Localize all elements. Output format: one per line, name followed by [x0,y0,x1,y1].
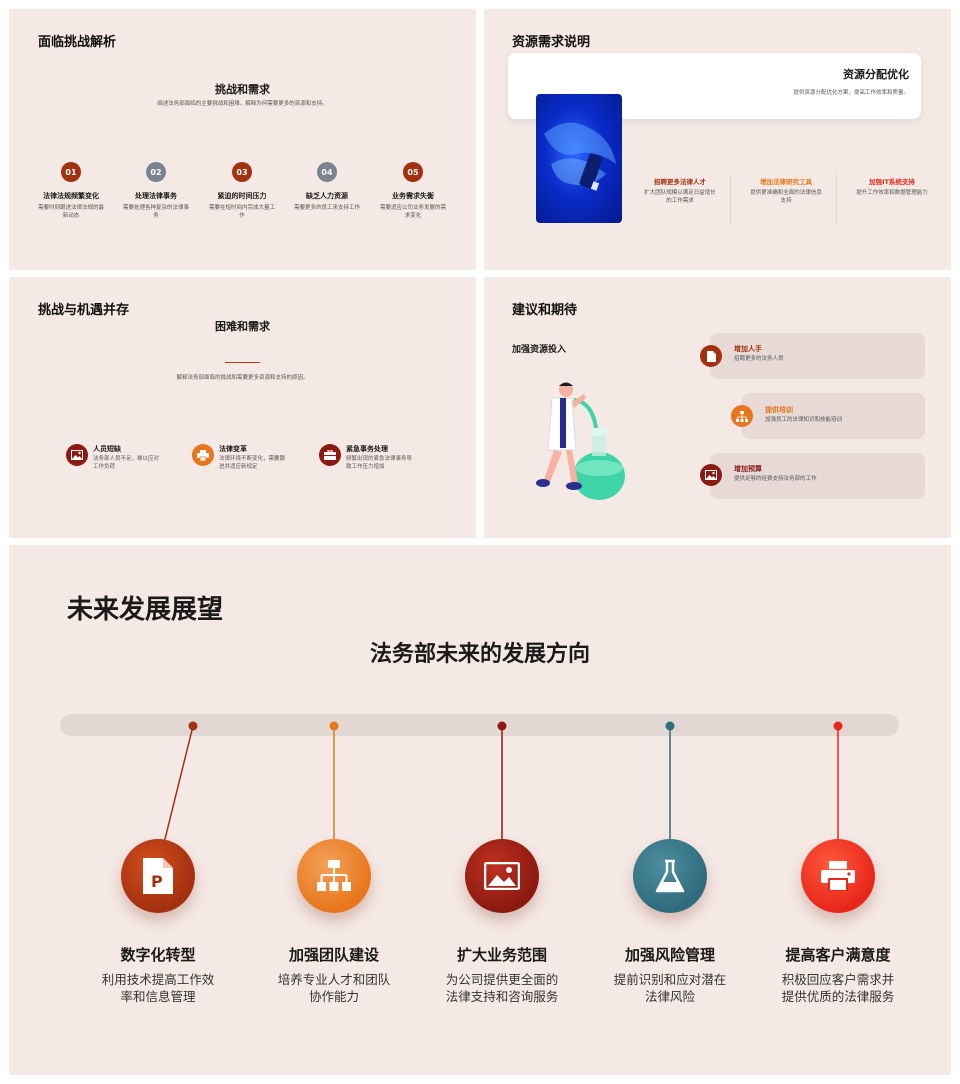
slide-resource-needs: 资源需求说明 资源分配优化 提供资源分配优化方案，提高工作效率和质量。 招聘更多… [484,9,951,270]
suggestion-card [742,393,925,439]
outlook-desc-line2: 提供优质的法律服务 [781,989,895,1004]
suggestion-card [710,333,925,379]
org-chart-icon [731,405,753,427]
suggestion-card [710,453,925,499]
resource-col: 招聘更多法律人才 扩大团队规模以满足日益增长的工作需求 [642,176,718,205]
col-title: 招聘更多法律人才 [654,178,706,186]
suggestion-title: 提供培训 [765,406,793,414]
slide-title: 资源需求说明 [512,35,591,50]
printer-icon [192,444,214,466]
item-desc: 需要时刻跟进法律法规的最新动态 [37,205,104,219]
item-title: 业务需求失衡 [392,192,434,200]
item-title: 缺乏人力资源 [306,192,348,200]
item-number: 03 [232,162,252,182]
col-title: 加强IT系统支持 [869,178,915,186]
slide-subtitle: 法务部未来的发展方向 [369,642,590,667]
item-title: 法律法规频繁变化 [43,192,99,200]
accent-line [225,362,260,363]
slide-challenges-opportunities: 挑战与机遇并存 困难和需求 解释法务部面临的挑战和需要更多资源和支持的原因。 人… [9,277,476,538]
slide-title: 建议和期待 [512,303,578,318]
timeline-connectors [163,721,843,844]
outlook-desc-line1: 提前识别和应对潜在 [613,972,727,987]
document-icon [700,345,722,367]
item-title: 紧迫的时间压力 [217,192,267,200]
item-desc: 需要适应公司业务发展的需求变化 [379,205,446,219]
powerpoint-icon: P [121,839,195,913]
timeline-bar [60,714,899,736]
suggestion-title: 增加人手 [734,345,762,353]
item-number: 02 [146,162,166,182]
slide-future-outlook: 未来发展展望 法务部未来的发展方向 P 数字化转型 利用技术提高工作效 率和信息… [9,545,951,1075]
card-desc: 提供资源分配优化方案，提高工作效率和质量。 [793,90,909,96]
card-title: 紧急事务处理 [346,445,388,453]
svg-text:P: P [151,872,163,891]
printer-icon [801,839,875,913]
card-title: 资源分配优化 [843,68,909,81]
briefcase-icon [319,444,341,466]
outlook-desc-line2: 协作能力 [308,989,359,1004]
col-desc: 扩大团队规模以满足日益增长的工作需求 [644,190,716,204]
slide-suggestions: 建议和期待 加强资源投入 增加人手 招聘更多的法务人员 提供培训 加强员工的法律… [484,277,951,538]
col-title: 增加法律研究工具 [760,178,812,186]
flask-icon [633,839,707,913]
item-title: 处理法律事务 [135,192,177,200]
outlook-desc-line2: 率和信息管理 [120,989,196,1004]
slide-subtitle: 挑战和需求 [215,83,270,96]
scientist-illustration [536,382,625,500]
item-desc: 需要更多的员工来支持工作 [293,205,360,211]
fabric-bottle-icon [544,122,616,191]
slide-description: 阐述法务部面临的主要挑战和困难，解释为何需要更多的资源和支持。 [157,101,328,107]
outlook-desc-line2: 法律支持和咨询服务 [445,989,559,1004]
org-chart-icon [297,839,371,913]
outlook-desc-line1: 积极回应客户需求并 [781,972,895,987]
suggestion-desc: 招聘更多的法务人员 [734,356,784,362]
item-number: 05 [403,162,423,182]
outlook-desc-line1: 为公司提供更全面的 [445,972,559,987]
suggestion-desc: 提供足够的经费支持法务部的工作 [734,476,817,482]
card-desc: 频繁出现的紧急法律事务导致工作压力增加 [346,456,413,470]
slide-title: 挑战与机遇并存 [38,303,130,318]
suggestion-desc: 加强员工的法律知识和技能培训 [765,417,843,423]
product-photo [536,94,622,223]
image-icon [465,839,539,913]
slide-subtitle: 困难和需求 [215,320,270,333]
card-desc: 法务部人员不足，难以应对工作负荷 [93,456,160,470]
slide-title: 面临挑战解析 [38,35,117,50]
resource-col: 增加法律研究工具 提供更准确和全面的法律信息支持 [748,176,824,205]
divider [836,174,837,224]
card-title: 法律变革 [219,445,247,453]
card-title: 人员短缺 [93,445,121,453]
suggestion-title: 增加预算 [734,465,762,473]
item-number: 04 [317,162,337,182]
outlook-title: 加强风险管理 [624,946,715,964]
slide-title: 未来发展展望 [67,595,224,625]
outlook-desc-line1: 培养专业人才和团队 [277,972,391,987]
image-icon [66,444,88,466]
outlook-desc-line1: 利用技术提高工作效 [101,972,215,987]
image-icon [700,464,722,486]
card-desc: 法律环境不断变化，需要跟进并适应新规定 [219,456,286,470]
slide-challenges: 面临挑战解析 挑战和需求 阐述法务部面临的主要挑战和困难，解释为何需要更多的资源… [9,9,476,270]
item-number: 01 [61,162,81,182]
slide-subtitle: 加强资源投入 [512,345,567,355]
col-desc: 提升工作效率和数据管理能力 [856,190,928,196]
outlook-title: 数字化转型 [120,946,196,964]
outlook-title: 扩大业务范围 [456,946,547,964]
resource-col: 加强IT系统支持 提升工作效率和数据管理能力 [852,176,932,197]
outlook-title: 加强团队建设 [288,946,379,964]
slide-description: 解释法务部面临的挑战和需要更多资源和支持的原因。 [176,375,309,381]
item-desc: 需要处理各种复杂的法律事务 [122,205,189,219]
item-desc: 需要在短时间内完成大量工作 [208,205,275,219]
outlook-desc-line2: 法律风险 [644,989,695,1004]
col-desc: 提供更准确和全面的法律信息支持 [750,190,822,204]
divider [730,174,731,224]
outlook-title: 提高客户满意度 [785,946,891,964]
